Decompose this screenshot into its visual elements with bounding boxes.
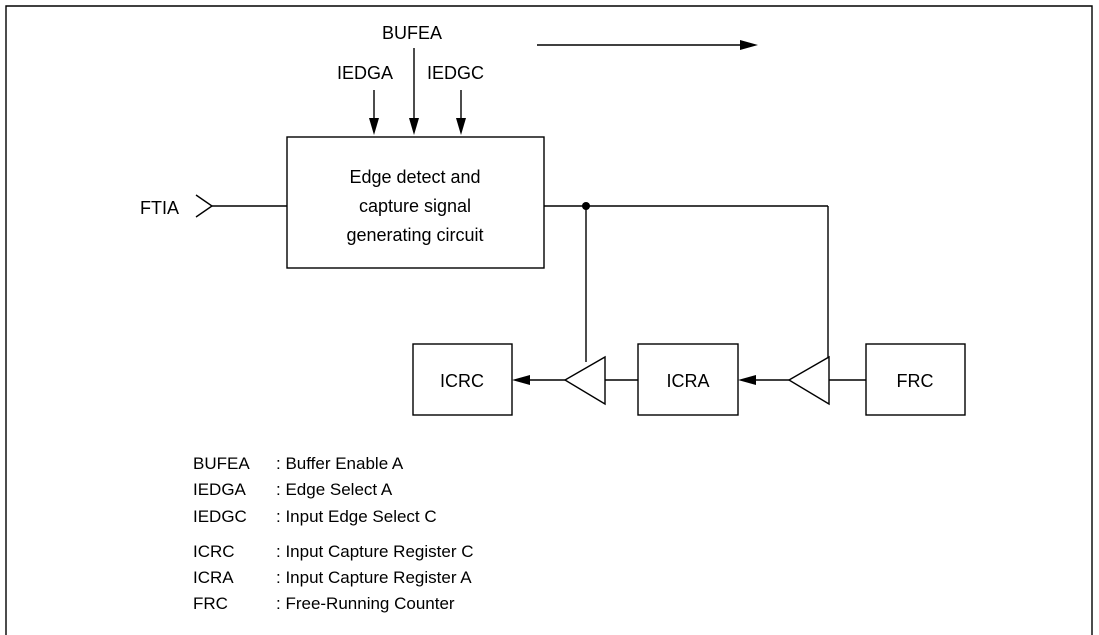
buffer-gate-right [787, 355, 830, 406]
capture-signal-line [544, 202, 829, 362]
buffer-gate-left [563, 355, 606, 406]
iedgc-arrow [456, 90, 466, 135]
legend-desc: : Input Capture Register A [276, 568, 472, 587]
legend: BUFEA : Buffer Enable A IEDGA : Edge Sel… [193, 454, 473, 613]
edge-detect-block [286, 136, 545, 269]
bufea-arrow [409, 48, 419, 135]
legend-desc: : Input Capture Register C [276, 542, 473, 561]
frc-box [865, 343, 966, 416]
legend-abbr: ICRA [193, 568, 234, 587]
right-arrow [537, 40, 758, 50]
edge-detect-line-2: capture signal [359, 196, 471, 216]
ftia-label: FTIA [140, 198, 179, 218]
arrow-into-icrc [512, 375, 565, 385]
bufea-label: BUFEA [382, 23, 442, 43]
iedga-arrow [369, 90, 379, 135]
legend-desc: : Input Edge Select C [276, 507, 437, 526]
legend-desc: : Edge Select A [276, 480, 393, 499]
icra-label: ICRA [666, 371, 709, 391]
legend-abbr: ICRC [193, 542, 235, 561]
icrc-box [412, 343, 513, 416]
icra-box [637, 343, 739, 416]
legend-abbr: FRC [193, 594, 228, 613]
legend-abbr: BUFEA [193, 454, 250, 473]
diagram-frame [5, 5, 1093, 635]
legend-desc: : Free-Running Counter [276, 594, 455, 613]
junction-dot [582, 202, 590, 210]
ftia-input-pin [195, 194, 287, 218]
arrow-into-icra [738, 375, 789, 385]
legend-desc: : Buffer Enable A [276, 454, 404, 473]
iedga-label: IEDGA [337, 63, 393, 83]
legend-abbr: IEDGA [193, 480, 247, 499]
frc-label: FRC [897, 371, 934, 391]
edge-detect-line-3: generating circuit [346, 225, 483, 245]
icrc-label: ICRC [440, 371, 484, 391]
edge-detect-line-1: Edge detect and [349, 167, 480, 187]
iedgc-label: IEDGC [427, 63, 484, 83]
legend-abbr: IEDGC [193, 507, 247, 526]
